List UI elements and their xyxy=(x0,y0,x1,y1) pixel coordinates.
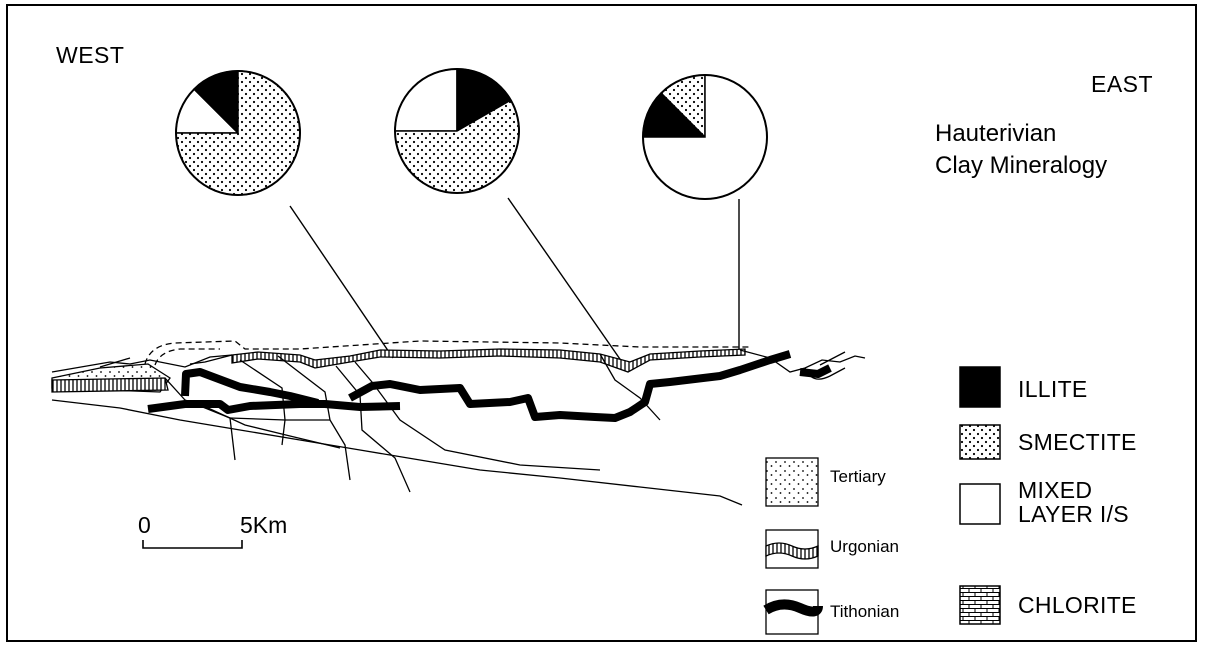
smectite-label: SMECTITE xyxy=(1018,430,1137,454)
smectite-swatch xyxy=(960,425,1000,459)
tertiary-label: Tertiary xyxy=(830,468,886,485)
pie-charts xyxy=(176,69,767,199)
tithonian-swatch xyxy=(766,590,818,634)
tithonian-bands xyxy=(148,354,830,418)
mineral-legend-swatches xyxy=(960,367,1000,624)
east-label: EAST xyxy=(1091,73,1153,96)
urgonian-swatch xyxy=(766,530,818,568)
west-label: WEST xyxy=(56,44,124,67)
tertiary-swatch xyxy=(766,458,818,506)
mixed-layer-label-line1: MIXED xyxy=(1018,478,1092,502)
urgonian-label: Urgonian xyxy=(830,538,899,555)
chlorite-swatch xyxy=(960,586,1000,624)
scale-bar-start: 0 xyxy=(138,514,151,537)
mixed-layer-swatch xyxy=(960,484,1000,524)
scale-bar-line xyxy=(143,540,242,548)
mixed-layer-label-line2: LAYER I/S xyxy=(1018,502,1129,526)
illite-label: ILLITE xyxy=(1018,377,1088,401)
illite-swatch xyxy=(960,367,1000,407)
diagram-title-line2: Clay Mineralogy xyxy=(935,150,1107,181)
diagram-title-line1: Hauterivian xyxy=(935,118,1056,149)
leader-lines xyxy=(290,198,739,362)
tithonian-label: Tithonian xyxy=(830,603,899,620)
chlorite-label: CHLORITE xyxy=(1018,593,1137,617)
unit-legend-swatches xyxy=(766,458,818,634)
scale-bar-end: 5Km xyxy=(240,514,287,537)
